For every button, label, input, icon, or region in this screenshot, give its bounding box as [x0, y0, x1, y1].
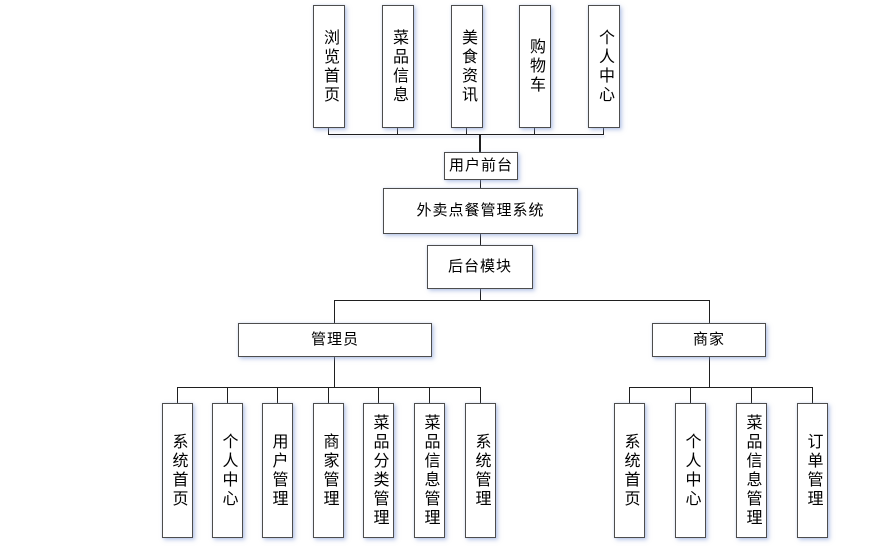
- connector-merchant-stub-4: [812, 387, 813, 403]
- node-admin: 管理员: [238, 323, 432, 357]
- connector-merchant-stub-3: [751, 387, 752, 403]
- node-admin-sys-mgmt: 系统管理: [465, 403, 496, 538]
- node-shopping-cart: 购物车: [519, 5, 551, 128]
- node-personal-center-front: 个人中心: [588, 5, 620, 128]
- node-user-frontend: 用户前台: [444, 152, 518, 180]
- node-admin-user-mgmt: 用户管理: [262, 403, 293, 538]
- node-merchant-personal-center: 个人中心: [675, 403, 706, 538]
- node-admin-sys-home: 系统首页: [162, 403, 193, 538]
- node-admin-dish-info-mgmt: 菜品信息管理: [414, 403, 445, 538]
- connector-admin-stub-4: [328, 387, 329, 403]
- connector-admin-stub-6: [429, 387, 430, 403]
- node-system-root: 外卖点餐管理系统: [383, 188, 578, 234]
- node-food-news: 美食资讯: [451, 5, 483, 128]
- connector-admin-stub-5: [378, 387, 379, 403]
- connector-merchant-drop: [709, 357, 710, 387]
- node-admin-dish-category-mgmt: 菜品分类管理: [363, 403, 394, 538]
- node-merchant-sys-home: 系统首页: [614, 403, 645, 538]
- connector-merchant-stub-2: [690, 387, 691, 403]
- connector-frontend-to-system: [480, 180, 481, 188]
- node-admin-merchant-mgmt: 商家管理: [313, 403, 344, 538]
- connector-admin-drop: [334, 357, 335, 387]
- connector-frontend-stub-3: [466, 128, 467, 134]
- connector-bus-to-admin: [334, 300, 335, 323]
- node-merchant: 商家: [652, 323, 766, 357]
- node-admin-personal-center: 个人中心: [212, 403, 243, 538]
- connector-backend-to-bus: [480, 289, 481, 300]
- connector-admin-stub-7: [480, 387, 481, 403]
- connector-admin-bus: [177, 387, 481, 388]
- connector-merchant-stub-1: [629, 387, 630, 403]
- connector-frontend-stub-2: [397, 128, 398, 134]
- connector-frontend-stub-4: [534, 128, 535, 134]
- connector-frontend-bus: [328, 134, 604, 135]
- node-merchant-order-mgmt: 订单管理: [797, 403, 828, 538]
- connector-admin-stub-2: [227, 387, 228, 403]
- connector-bus-to-frontend: [479, 134, 481, 152]
- connector-bus-to-merchant: [709, 300, 710, 323]
- node-dish-info: 菜品信息: [382, 5, 414, 128]
- node-browse-home: 浏览首页: [313, 5, 345, 128]
- connector-admin-stub-3: [277, 387, 278, 403]
- connector-frontend-stub-5: [603, 128, 604, 134]
- node-merchant-dish-info-mgmt: 菜品信息管理: [736, 403, 767, 538]
- connector-frontend-stub-1: [328, 128, 329, 134]
- connector-admin-stub-1: [177, 387, 178, 403]
- connector-merchant-bus: [629, 387, 813, 388]
- connector-backend-bus: [334, 300, 710, 301]
- connector-system-to-backend: [480, 233, 481, 245]
- node-backend-module: 后台模块: [427, 245, 533, 289]
